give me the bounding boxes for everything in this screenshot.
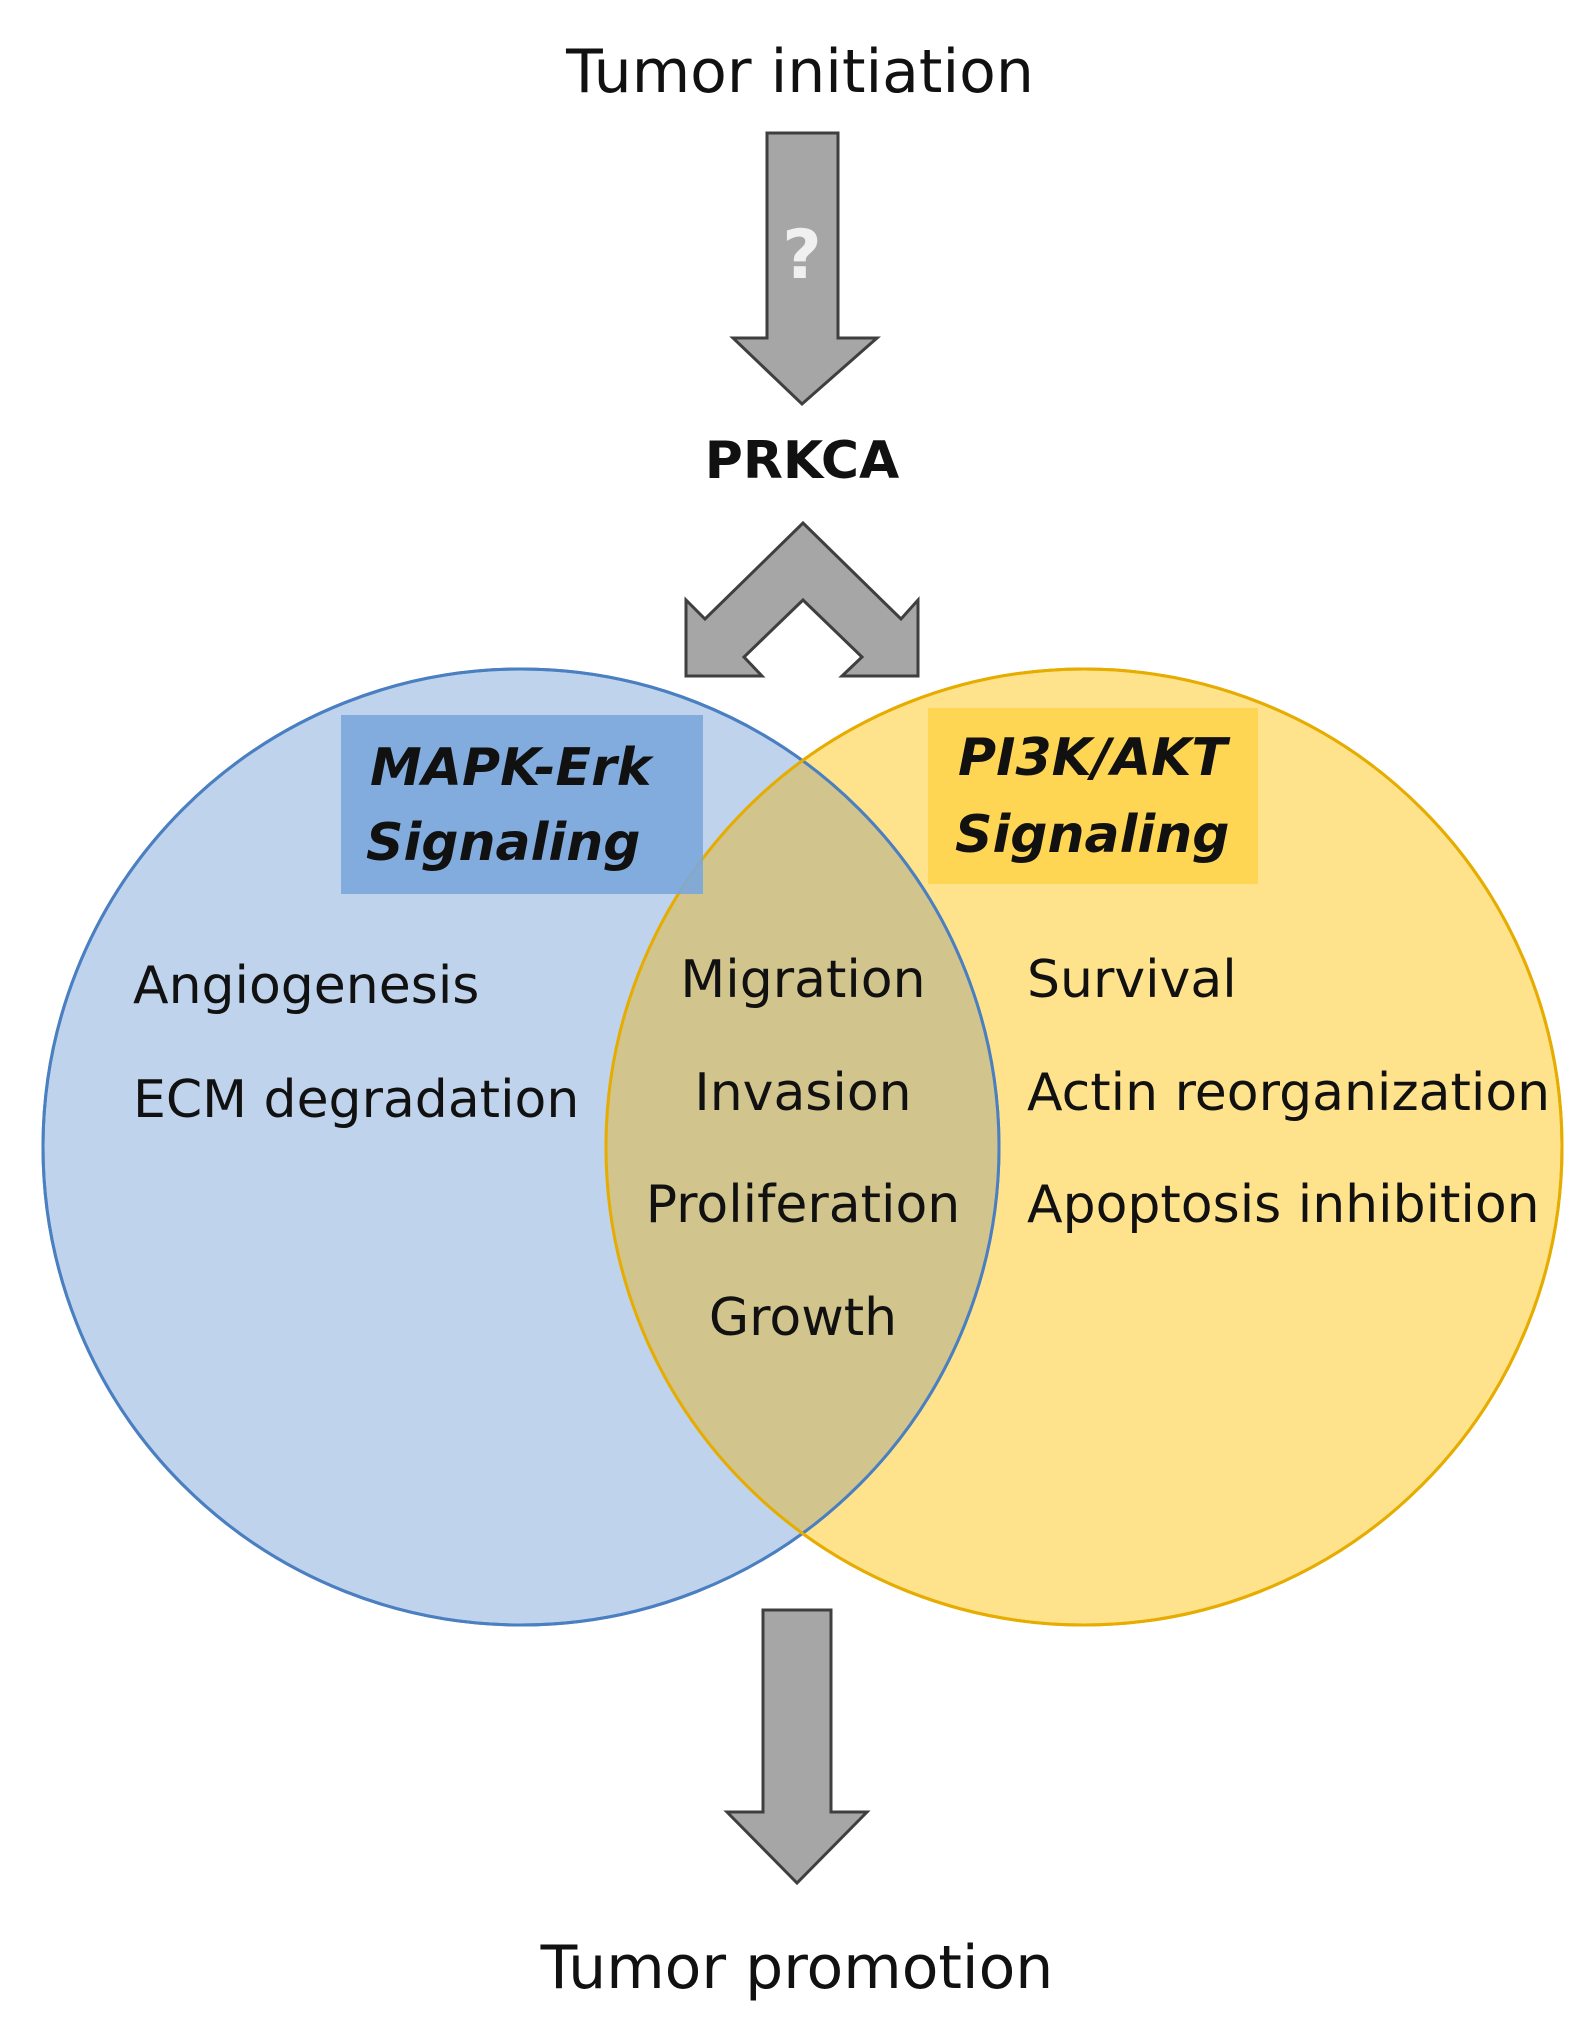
shared-item-invasion: Invasion bbox=[694, 1063, 911, 1123]
split-arrow bbox=[684, 520, 920, 678]
shared-item-migration: Migration bbox=[680, 950, 925, 1010]
pi3k-item-apoptosis-inhibition: Apoptosis inhibition bbox=[1027, 1175, 1540, 1235]
mapk-erk-title-line2: Signaling bbox=[366, 813, 641, 873]
mapk-erk-circle-outline bbox=[41, 667, 1001, 1627]
shared-item-growth: Growth bbox=[709, 1288, 897, 1348]
pi3k-akt-title-line1: PI3K/AKT bbox=[958, 728, 1230, 788]
question-mark-label: ? bbox=[782, 216, 821, 295]
mapk-erk-title-line1: MAPK-Erk bbox=[370, 738, 655, 798]
prkca-label: PRKCA bbox=[705, 431, 900, 491]
pi3k-item-survival: Survival bbox=[1027, 950, 1237, 1010]
mapk-item-ecm-degradation: ECM degradation bbox=[133, 1070, 579, 1130]
mapk-item-angiogenesis: Angiogenesis bbox=[133, 956, 479, 1016]
shared-item-proliferation: Proliferation bbox=[646, 1175, 961, 1235]
tumor-promotion-label: Tumor promotion bbox=[540, 1933, 1054, 2003]
overlap-region bbox=[606, 669, 999, 1625]
tumor-initiation-label: Tumor initiation bbox=[565, 37, 1034, 107]
pi3k-akt-circle-outline bbox=[604, 667, 1564, 1627]
down-arrow-top bbox=[729, 131, 881, 407]
down-arrow-bottom bbox=[723, 1608, 871, 1886]
pi3k-akt-title-box bbox=[928, 708, 1258, 884]
pi3k-item-actin-reorganization: Actin reorganization bbox=[1027, 1063, 1550, 1123]
mapk-erk-title-box bbox=[341, 715, 703, 894]
pi3k-akt-title-line2: Signaling bbox=[955, 805, 1230, 865]
